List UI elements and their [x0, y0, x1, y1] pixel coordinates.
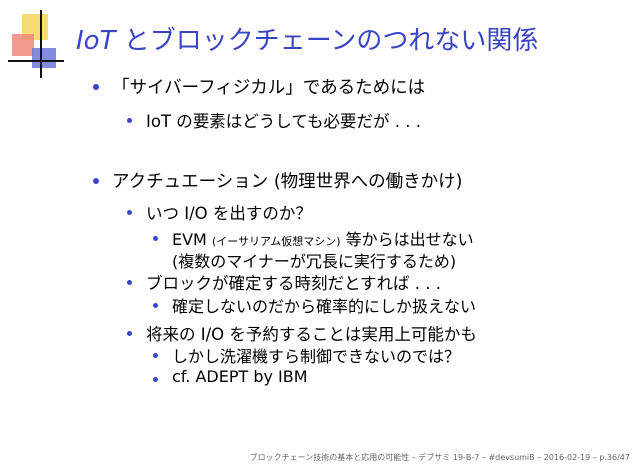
title-latin: IoT — [76, 26, 116, 56]
evm-tail: 等からは出せない — [340, 230, 474, 249]
bullet-dot-icon — [127, 331, 132, 336]
logo-red-square — [12, 34, 34, 56]
evm-label: EVM — [172, 230, 212, 249]
slide-title: IoT とブロックチェーンのつれない関係 — [76, 20, 538, 57]
list-item-continuation: (複数のマイナーが冗長に実行するため) — [172, 252, 457, 271]
bullet-dot-icon — [93, 178, 99, 184]
title-rest: とブロックチェーンのつれない関係 — [115, 26, 539, 56]
list-item: ブロックが確定する時刻だとすれば . . . — [146, 274, 441, 293]
list-item: いつ I/O を出すのか？ — [146, 204, 312, 223]
list-item: 将来の I/O を予約することは実用上可能かも — [146, 325, 477, 344]
bullet-dot-icon — [153, 353, 158, 358]
list-item: アクチュエーション (物理世界への働きかけ) — [112, 172, 463, 192]
list-item: しかし洗濯機すら制御できないのでは？ — [172, 347, 461, 366]
bullet-dot-icon — [153, 303, 158, 308]
list-item: EVM (イーサリアム仮想マシン) 等からは出せない — [172, 226, 474, 250]
evm-note: (イーサリアム仮想マシン) — [211, 235, 341, 248]
list-item: 「サイバーフィジカル」であるためには — [112, 78, 426, 98]
list-item: cf. ADEPT by IBM — [172, 367, 308, 386]
bullet-dot-icon — [127, 118, 132, 123]
list-item: 確定しないのだから確率的にしか扱えない — [172, 297, 477, 316]
bullet-dot-icon — [153, 236, 158, 241]
logo-blue-square — [32, 48, 56, 68]
bullet-dot-icon — [127, 280, 132, 285]
list-item: IoT の要素はどうしても必要だが . . . — [146, 112, 421, 131]
bullet-dot-icon — [153, 377, 158, 382]
logo-vertical-line — [40, 10, 42, 78]
corner-logo-icon — [0, 0, 90, 80]
slide-footer: ブロックチェーン技術の基本と応用の可能性 – デブサミ 19-B-7 – #de… — [249, 453, 630, 462]
bullet-dot-icon — [127, 210, 132, 215]
logo-horizontal-line — [8, 60, 64, 62]
bullet-dot-icon — [93, 84, 99, 90]
